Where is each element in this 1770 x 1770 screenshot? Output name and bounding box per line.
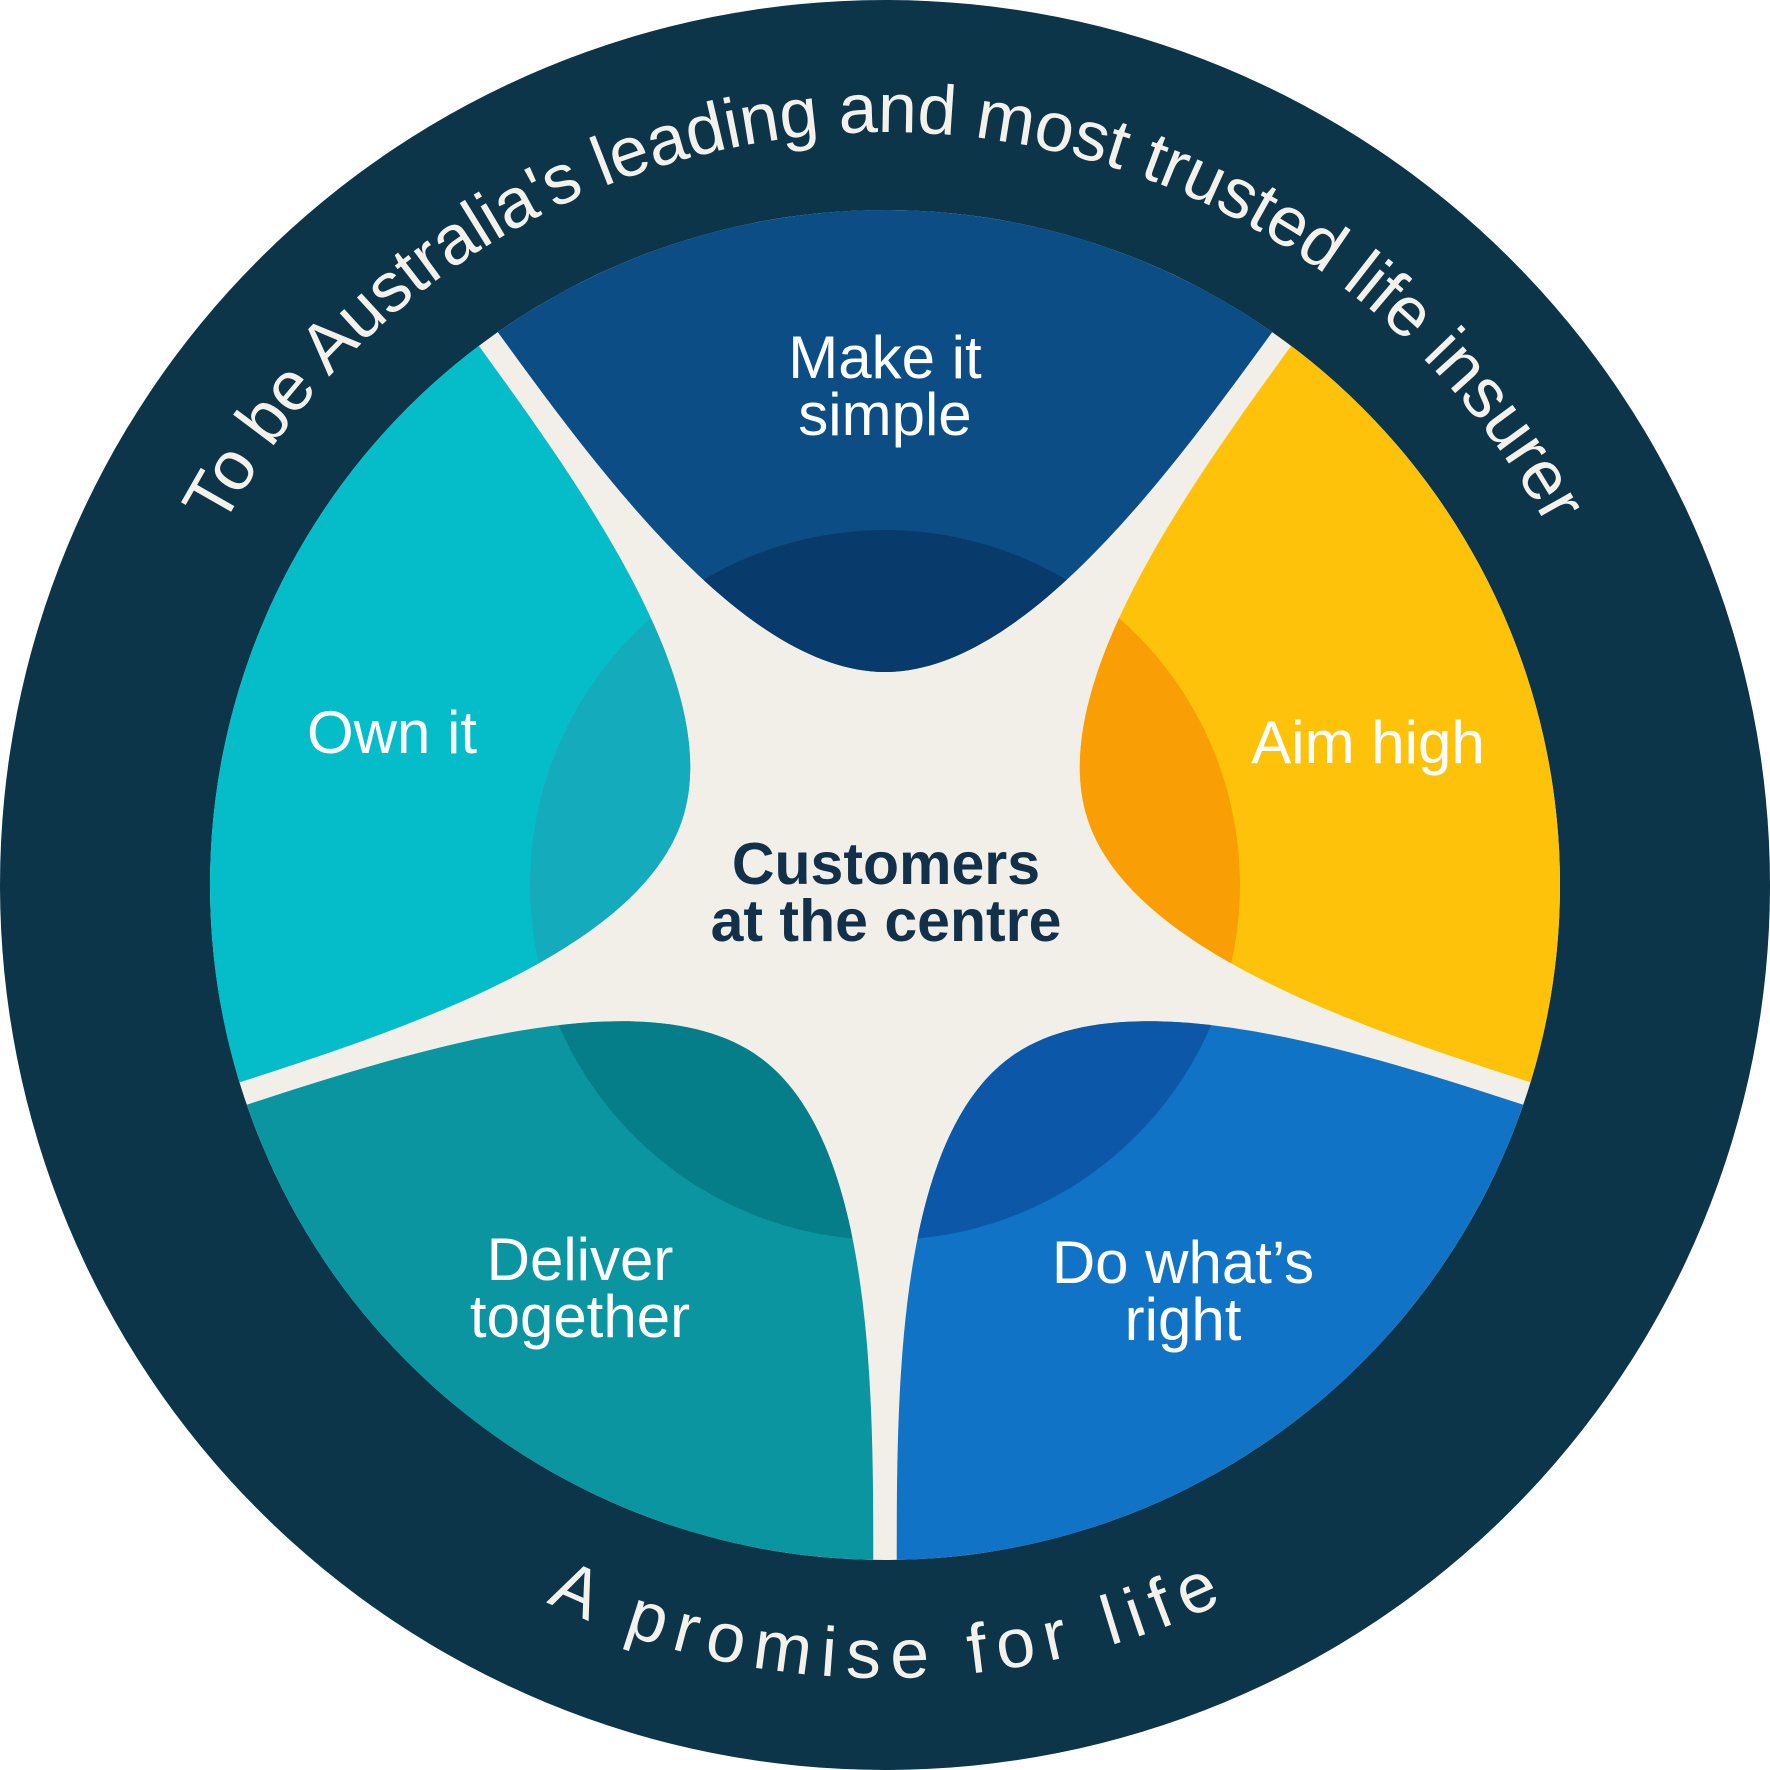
value-label-do-whats-right-line1: Do what’s xyxy=(1052,1229,1314,1296)
value-label-do-whats-right-line2: right xyxy=(1125,1286,1242,1353)
value-label-deliver-together-line2: together xyxy=(470,1283,690,1350)
value-label-aim-high: Aim high xyxy=(1251,709,1484,776)
value-label-deliver-together-line1: Deliver xyxy=(487,1226,674,1293)
value-label-own-it: Own it xyxy=(307,699,477,766)
value-label-make-it-simple-line2: simple xyxy=(798,381,971,448)
centre-title-line1: Customers xyxy=(732,831,1040,897)
value-label-make-it-simple-line1: Make it xyxy=(788,324,982,391)
centre-title-line2: at the centre xyxy=(711,888,1062,954)
